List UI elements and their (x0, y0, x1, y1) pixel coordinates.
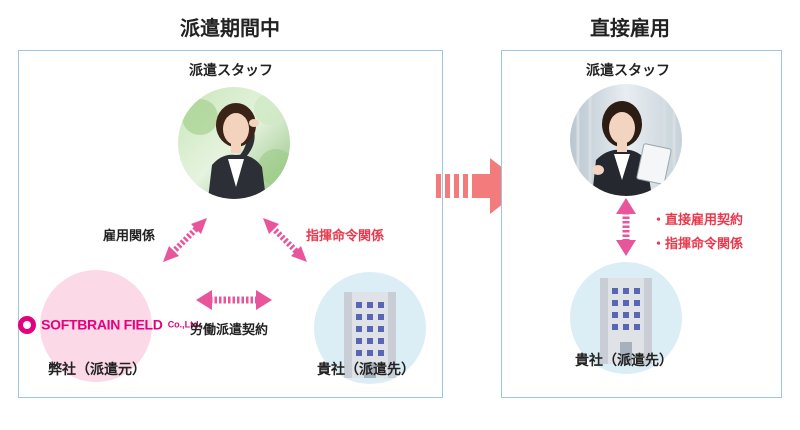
logo-suffix: Co.,Ltd. (167, 319, 202, 330)
left-staff-label: 派遣スタッフ (189, 63, 273, 79)
staff-photo-right (570, 84, 682, 196)
office-building-icon (344, 292, 396, 378)
direct-employment-contract-label: ・直接雇用契約 (652, 213, 744, 228)
woman-with-tablet-photo-icon (570, 84, 682, 196)
our-company-label: 弊社（派遣元） (48, 362, 146, 378)
right-section-title: 直接雇用 (590, 16, 670, 40)
client-circle-left (314, 272, 426, 384)
softbrain-logo: SOFTBRAIN FIELD Co.,Ltd. (18, 314, 201, 334)
office-building-icon (600, 278, 652, 364)
command-relation-label: 指揮命令関係 (306, 229, 385, 244)
direct-relation-arrow (614, 198, 638, 256)
client-circle-right (570, 262, 682, 374)
left-section-title: 派遣期間中 (180, 16, 280, 40)
dispatch-contract-label: 労働派遣契約 (190, 323, 269, 338)
logo-text: SOFTBRAIN FIELD (41, 316, 163, 333)
direct-command-relation-label: ・指揮命令関係 (652, 237, 744, 252)
right-staff-label: 派遣スタッフ (586, 63, 670, 79)
employment-arrow (155, 210, 215, 270)
client-label-left: 貴社（派遣先） (317, 362, 415, 378)
dispatch-contract-arrow (196, 288, 272, 312)
employment-relation-label: 雇用関係 (103, 229, 156, 244)
command-arrow (255, 210, 315, 270)
staff-photo-left (178, 87, 290, 199)
our-company-circle (40, 270, 152, 382)
woman-in-suit-photo-icon (178, 87, 290, 199)
softbrain-logo-mark-icon (18, 315, 36, 334)
client-label-right: 貴社（派遣先） (575, 353, 673, 369)
